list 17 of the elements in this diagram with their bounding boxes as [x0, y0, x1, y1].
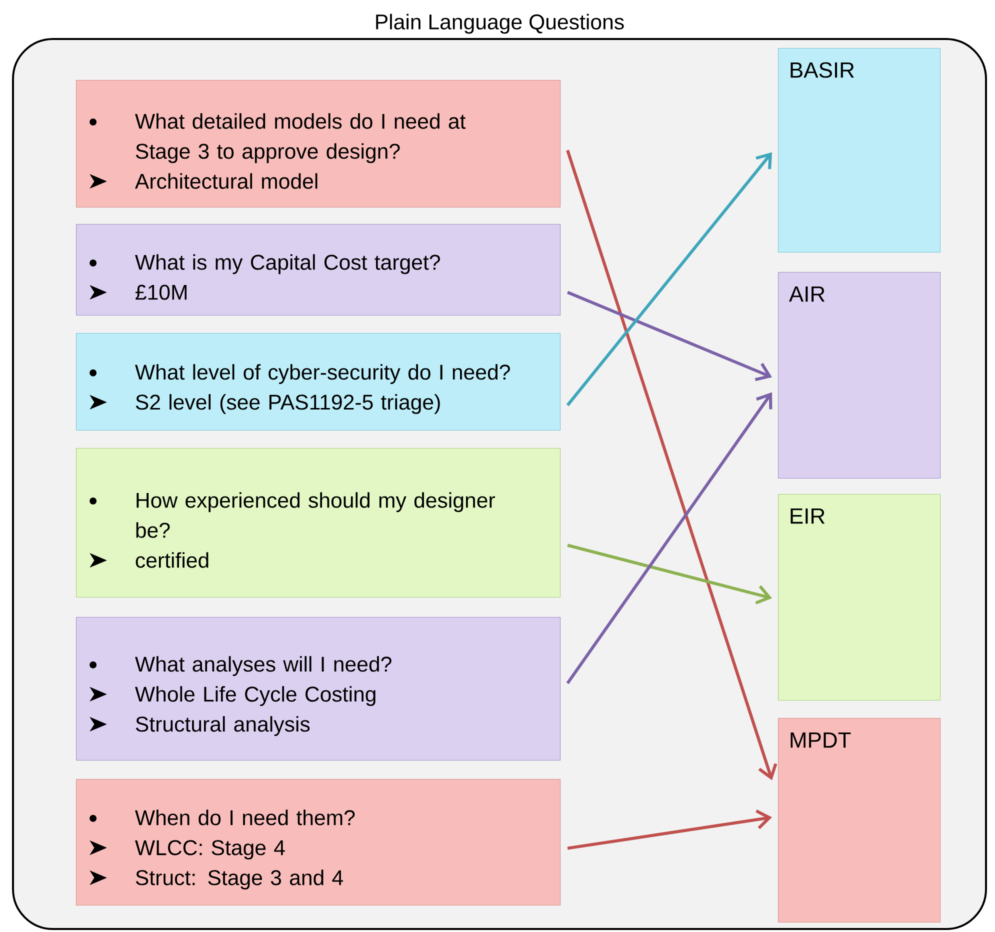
question-box: How experienced should my designer be? certified: [76, 448, 561, 598]
arrow: [566, 392, 772, 684]
arrow: [567, 544, 772, 604]
requirement-box: AIR: [778, 272, 941, 479]
question-box: What is my Capital Cost target? £10M: [76, 224, 561, 316]
question-box: When do I need them? WLCC: Stage 4 Struct: Stage 3 and 4: [76, 779, 561, 906]
question-box: What detailed models do I need at Stage 3 to approve design? Architectural model: [76, 80, 561, 208]
arrow: [567, 810, 772, 850]
question-box: What level of cyber-security do I need? S2 level (see PAS1192-5 triage): [76, 333, 561, 431]
arrow: [566, 152, 772, 406]
requirement-box: EIR: [778, 494, 941, 701]
question-box: What analyses will I need? Whole Life Cycle Costing Structural analysis: [76, 617, 561, 761]
node-label: Plain Language Questions: [376, 14, 624, 34]
arrow: [566, 290, 772, 382]
requirement-box: BASIR: [778, 48, 941, 253]
arrow: [566, 150, 778, 780]
requirement-box: MPDT: [778, 718, 941, 923]
